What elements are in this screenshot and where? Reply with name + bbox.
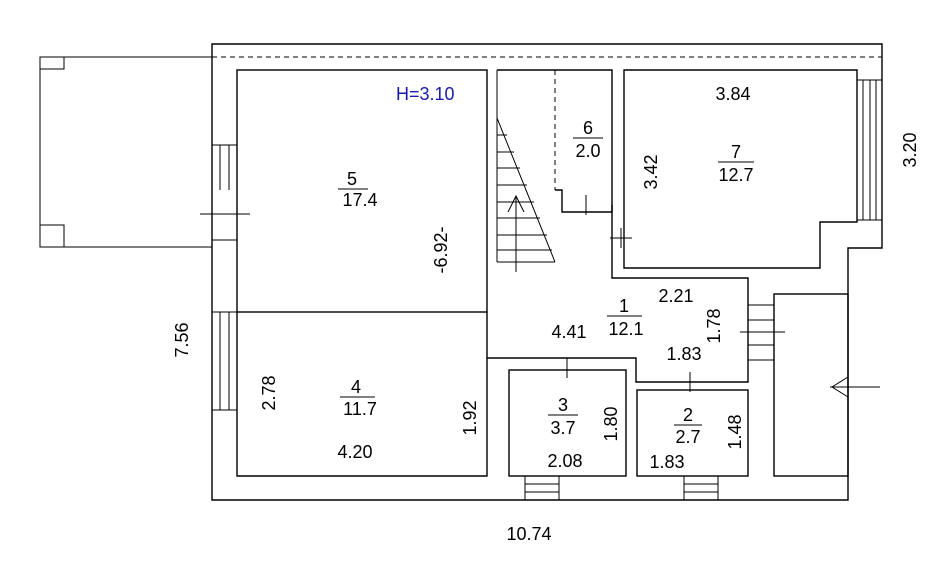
room-number: 5	[347, 169, 357, 189]
dimension-label: 4.41	[551, 322, 586, 342]
room-1	[487, 205, 785, 383]
dimension-label: 3.42	[641, 154, 661, 189]
dimension-label: 1.80	[601, 406, 621, 441]
window-bottom-2	[683, 475, 719, 501]
vestibule	[747, 293, 880, 477]
dimension-label: 1.92	[460, 400, 480, 435]
outer-walls	[211, 43, 883, 501]
room-area: 2.7	[675, 427, 700, 447]
room-5-label: 5 17.4	[338, 169, 378, 210]
room-4-label: 4 11.7	[340, 377, 377, 419]
room-3	[508, 358, 627, 477]
room-area: 12.7	[718, 165, 753, 185]
room-area: 17.4	[342, 190, 377, 210]
room-2-label: 2 2.7	[674, 405, 702, 447]
dimension-label: 1.48	[725, 414, 745, 449]
room-7-label: 7 12.7	[718, 142, 754, 185]
dimension-label: 2.21	[658, 286, 693, 306]
dimension-label: 1.78	[704, 308, 724, 343]
dimension-label: 4.20	[337, 442, 372, 462]
dimension-label: 3.84	[715, 84, 750, 104]
room-number: 7	[731, 142, 741, 162]
room-number: 6	[583, 118, 593, 138]
room-6-label: 6 2.0	[573, 118, 603, 161]
room-area: 3.7	[550, 418, 575, 438]
room-7	[610, 69, 883, 269]
room-number: 3	[558, 395, 568, 415]
dimension-label: -6.92-	[431, 226, 451, 273]
window-bottom-1	[524, 475, 560, 501]
ceiling-height-label: H=3.10	[396, 84, 455, 104]
dimension-label: 1.83	[666, 344, 701, 364]
room-6	[555, 189, 613, 215]
window-left-bottom	[211, 311, 238, 411]
staircase	[496, 69, 613, 272]
dimension-label: 3.20	[900, 132, 920, 167]
dimension-label: 2.08	[547, 451, 582, 471]
room-area: 2.0	[575, 141, 600, 161]
room-area: 11.7	[343, 399, 377, 419]
room-number: 2	[683, 405, 693, 425]
room-number: 1	[619, 296, 629, 316]
dimension-label: 10.74	[506, 524, 551, 544]
window-left-top	[200, 144, 250, 241]
dimension-label: 2.78	[259, 375, 279, 410]
porch	[39, 56, 213, 248]
room-1-label: 1 12.1	[607, 296, 644, 339]
dimension-label: 1.83	[649, 452, 684, 472]
room-area: 12.1	[608, 319, 643, 339]
room-number: 4	[351, 377, 361, 397]
dimension-label: 7.56	[172, 322, 192, 357]
room-3-label: 3 3.7	[548, 395, 578, 438]
